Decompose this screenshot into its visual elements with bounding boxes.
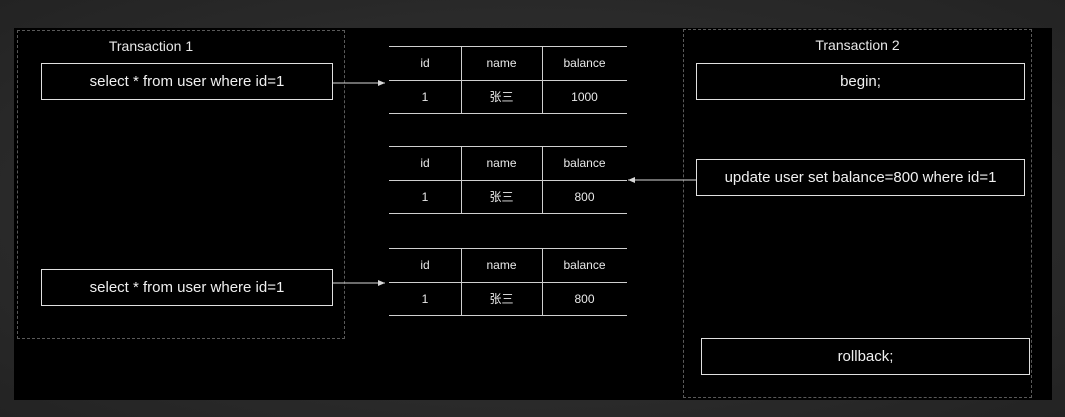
diagram-canvas: Transaction 1 select * from user where i…: [14, 28, 1052, 400]
table-divider: [542, 146, 543, 214]
table-rule: [389, 80, 627, 81]
table-data-cell: 张三: [489, 292, 514, 306]
table-rule: [389, 213, 627, 214]
table-header-cell: id: [420, 156, 430, 170]
transaction-1-select-1: select * from user where id=1: [41, 63, 333, 100]
table-data-cell: 1: [421, 90, 429, 104]
result-table-3: id name balance 1 张三 800: [389, 248, 627, 316]
table-divider: [542, 248, 543, 316]
table-header-cell: balance: [563, 156, 606, 170]
transaction-1-panel: Transaction 1: [17, 30, 345, 339]
table-data-cell: 张三: [489, 190, 514, 204]
transaction-2-begin: begin;: [696, 63, 1025, 100]
table-header-cell: name: [486, 156, 517, 170]
table-rule: [389, 248, 627, 249]
table-rule: [389, 315, 627, 316]
arrows-layer: [333, 80, 696, 286]
table-rule: [389, 146, 627, 147]
result-table-2: id name balance 1 张三 800: [389, 146, 627, 214]
table-data-cell: 800: [574, 190, 595, 204]
table-rule: [389, 113, 627, 114]
table-data-cell: 1000: [571, 90, 598, 104]
table-header-cell: name: [486, 56, 517, 70]
table-header-cell: name: [486, 258, 517, 272]
table-data-cell: 1: [421, 292, 429, 306]
transaction-2-update: update user set balance=800 where id=1: [696, 159, 1025, 196]
table-divider: [461, 248, 462, 316]
table-divider: [542, 46, 543, 114]
transaction-1-title: Transaction 1: [108, 38, 194, 54]
table-header-cell: id: [420, 56, 430, 70]
table-header-cell: balance: [563, 258, 606, 272]
table-rule: [389, 46, 627, 47]
transaction-2-title: Transaction 2: [815, 37, 900, 53]
transaction-1-select-2: select * from user where id=1: [41, 269, 333, 306]
table-divider: [461, 46, 462, 114]
table-divider: [461, 146, 462, 214]
table-header-cell: id: [420, 258, 430, 272]
transaction-2-panel: Transaction 2: [683, 29, 1032, 398]
table-data-cell: 800: [574, 292, 595, 306]
table-rule: [389, 282, 627, 283]
table-rule: [389, 180, 627, 181]
table-data-cell: 张三: [489, 90, 514, 104]
table-data-cell: 1: [421, 190, 429, 204]
result-table-1: id name balance 1 张三 1000: [389, 46, 627, 114]
transaction-2-rollback: rollback;: [701, 338, 1030, 375]
table-header-cell: balance: [563, 56, 606, 70]
